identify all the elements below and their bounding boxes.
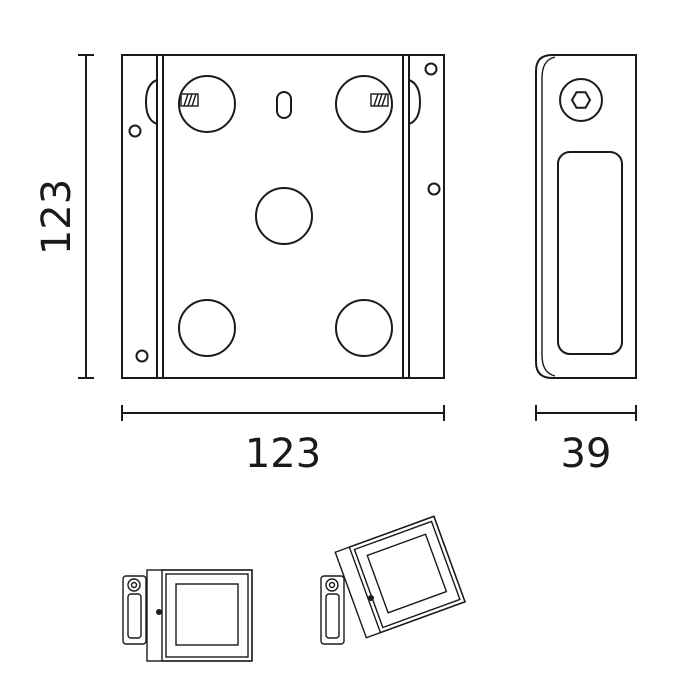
depth-label: 39: [561, 431, 612, 477]
pivot-dot-tilted: [368, 595, 374, 601]
bracket-slot: [127, 593, 142, 639]
side-view-inner-edge: [541, 56, 556, 377]
bracket-body-tilted: [320, 575, 345, 645]
lamp-head-inner-frame: [165, 573, 249, 658]
terminal-block-left: [180, 93, 199, 107]
side-view: [535, 54, 637, 379]
terminal-block-right: [370, 93, 389, 107]
front-view-outline: [121, 54, 445, 379]
height-label: 123: [34, 179, 80, 255]
small-view-straight: [122, 569, 253, 662]
knockout-bottom-left: [178, 299, 236, 357]
left-flange-bump: [144, 79, 158, 125]
knockout-bottom-right: [335, 299, 393, 357]
lamp-lens: [175, 583, 239, 646]
hex-bolt-head: [559, 78, 603, 122]
side-view-outline: [535, 54, 637, 379]
width-dimension: 123: [121, 405, 445, 477]
bracket-slot-tilted: [325, 593, 340, 639]
keyhole-slot: [276, 91, 292, 119]
depth-dimension: 39: [535, 405, 637, 477]
bracket-pivot-icon-tilted: [325, 578, 339, 592]
width-label: 123: [245, 431, 321, 477]
knockout-top-left: [178, 75, 236, 133]
screw-hole-top-left: [128, 124, 142, 138]
right-flange-bump: [408, 79, 422, 125]
bracket-body: [122, 575, 147, 645]
lamp-lens-tilted: [366, 533, 448, 614]
knockout-center: [255, 187, 313, 245]
lamp-head-outer-tilted: [334, 515, 466, 639]
hex-bolt-socket: [570, 91, 592, 109]
lamp-head-frame: [161, 569, 253, 662]
height-dimension: 123: [34, 54, 94, 379]
screw-hole-mid-right: [427, 182, 441, 196]
side-window-slot: [557, 151, 623, 355]
lamp-head-frame-tilted: [348, 515, 466, 634]
lamp-head-inner-frame-tilted: [353, 520, 461, 629]
pivot-dot: [156, 609, 162, 615]
screw-hole-bottom-left: [135, 349, 149, 363]
screw-hole-top-right: [424, 62, 438, 76]
small-view-tilted: [320, 515, 466, 645]
knockout-top-right: [335, 75, 393, 133]
front-view: [121, 54, 445, 379]
bracket-pivot-icon: [127, 578, 141, 592]
